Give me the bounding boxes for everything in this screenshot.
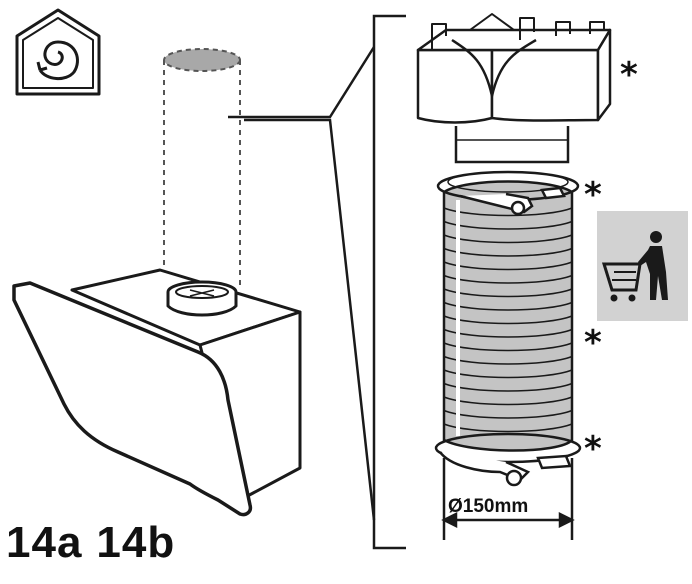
upper-hose-clamp <box>436 170 580 216</box>
hose-rib <box>443 288 573 298</box>
hose-rib <box>443 220 573 230</box>
lower-hose-clamp <box>434 432 582 487</box>
figure-labels: 14a 14b <box>6 518 189 568</box>
recirculation-box <box>416 13 612 124</box>
hose-rib <box>443 261 573 271</box>
asterisk-marker: * <box>620 55 638 95</box>
figure-label-a: 14a <box>6 518 83 567</box>
hose-rib <box>443 315 573 325</box>
hose-rib <box>443 423 573 433</box>
hose-rib <box>443 234 573 244</box>
dashed-duct-outline <box>163 48 241 290</box>
hose-rib <box>443 382 573 392</box>
figure-label-b: 14b <box>96 518 176 567</box>
house-recirculation-icon <box>15 8 101 96</box>
hose-rib <box>443 207 573 217</box>
asterisk-marker: * <box>584 429 602 469</box>
hose-rib <box>443 274 573 284</box>
cooker-hood <box>12 268 302 517</box>
hose-rib <box>443 342 573 352</box>
zoom-callout <box>228 14 406 550</box>
shopping-cart-person-icon <box>597 211 688 321</box>
hose-rib <box>443 328 573 338</box>
hose-rib <box>443 409 573 419</box>
asterisk-marker: * <box>584 323 602 363</box>
diameter-dimension <box>441 458 575 540</box>
asterisk-marker: * <box>584 175 602 215</box>
hose-rib <box>443 247 573 257</box>
hose-rib <box>443 369 573 379</box>
flexible-hose <box>442 180 574 452</box>
diameter-label: Ø150mm <box>448 496 529 517</box>
duct-connector <box>454 126 570 164</box>
hose-rib <box>443 301 573 311</box>
hose-rib <box>443 355 573 365</box>
hose-rib <box>443 396 573 406</box>
